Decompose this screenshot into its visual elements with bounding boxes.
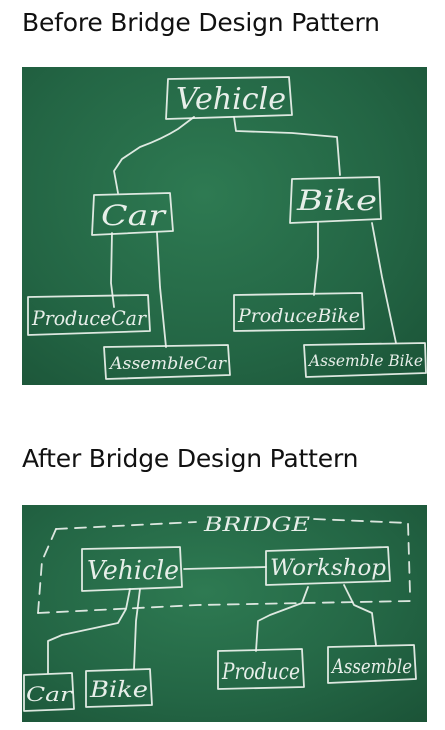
before-car-label: Car	[101, 199, 167, 232]
connector-car-producecar	[110, 232, 115, 308]
connector-workshop-assemble	[343, 584, 377, 646]
after-node-bike: Bike	[85, 668, 153, 708]
before-bike-label: Bike	[296, 184, 377, 217]
before-node-producebike: ProduceBike	[233, 292, 365, 332]
after-workshop-label: Workshop	[270, 556, 386, 581]
connector-vehicle-car	[47, 588, 131, 674]
connector-workshop-produce	[255, 586, 309, 652]
before-section-title: Before Bridge Design Pattern	[22, 8, 380, 37]
connector-vehicle-bike	[133, 588, 141, 670]
before-assemblecar-label: AssembleCar	[108, 354, 227, 374]
after-node-vehicle: Vehicle	[81, 546, 183, 592]
after-produce-label: Produce	[221, 660, 300, 685]
after-node-assemble: Assemble	[327, 644, 417, 684]
before-node-vehicle: Vehicle	[165, 76, 293, 120]
bridge-outline: BRIDGE	[37, 512, 413, 614]
before-node-assemblecar: AssembleCar	[103, 344, 231, 380]
after-assemble-label: Assemble	[330, 654, 412, 678]
after-node-workshop: Workshop	[265, 546, 391, 586]
after-car-label: Car	[26, 682, 74, 706]
after-vehicle-label: Vehicle	[87, 556, 179, 586]
connector-bike-producebike	[313, 222, 319, 296]
before-producecar-label: ProduceCar	[31, 306, 147, 330]
before-node-bike: Bike	[289, 176, 382, 224]
connector-bike-assemblebike	[371, 222, 397, 344]
before-node-car: Car	[91, 192, 174, 236]
after-section-title: After Bridge Design Pattern	[22, 444, 359, 473]
after-node-car: Car	[23, 672, 75, 712]
connector-car-assemblecar	[156, 232, 167, 348]
before-diagram: Vehicle Car Bike ProduceCar AssembleCar …	[27, 76, 427, 380]
before-node-producecar: ProduceCar	[27, 294, 151, 336]
before-connectors	[110, 116, 397, 348]
after-bike-label: Bike	[89, 678, 148, 703]
before-producebike-label: ProduceBike	[237, 305, 360, 327]
connector-vehicle-workshop	[183, 566, 267, 570]
before-node-assemblebike: Assemble Bike	[303, 342, 427, 378]
after-node-produce: Produce	[217, 648, 305, 690]
before-chalkboard-image: Vehicle Car Bike ProduceCar AssembleCar …	[22, 67, 427, 385]
after-chalkboard-image: BRIDGE Vehicle Workshop Car Bike	[22, 505, 427, 722]
before-vehicle-label: Vehicle	[176, 82, 286, 117]
before-assemblebike-label: Assemble Bike	[307, 351, 423, 370]
connector-vehicle-bike	[233, 116, 341, 176]
connector-vehicle-car	[113, 116, 195, 194]
after-diagram: BRIDGE Vehicle Workshop Car Bike	[23, 512, 417, 712]
after-connectors	[47, 566, 377, 674]
bridge-label: BRIDGE	[203, 512, 311, 536]
